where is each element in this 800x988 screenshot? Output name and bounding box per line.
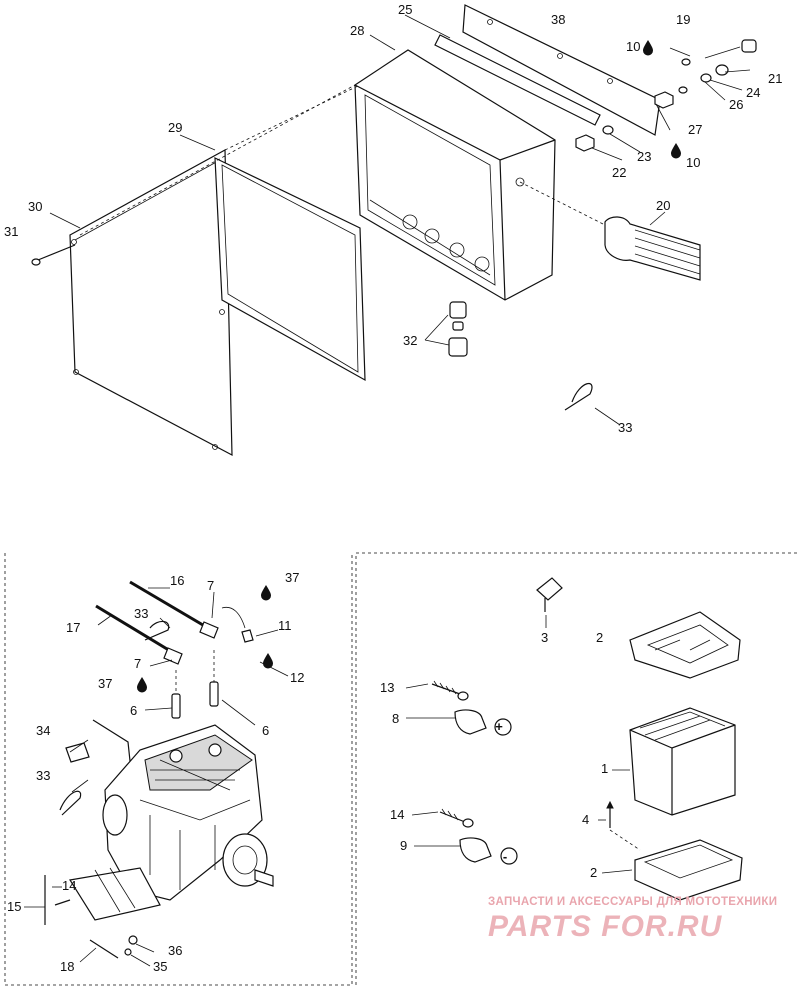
- callout-37-bottom: 37: [98, 676, 112, 691]
- callout-8: 8: [392, 711, 399, 726]
- lower-right-frame: [355, 552, 798, 985]
- battery-plus-icon: +: [495, 719, 503, 734]
- battery-minus-icon: -: [503, 849, 507, 864]
- electrical-box-assembly: [31, 4, 757, 457]
- watermark-tagline: ЗАПЧАСТИ И АКСЕССУАРЫ ДЛЯ МОТОТЕХНИКИ: [488, 896, 777, 908]
- callout-34: 34: [36, 723, 50, 738]
- callout-31: 31: [4, 224, 18, 239]
- oil-drop-icon: [671, 143, 681, 159]
- callout-29: 29: [168, 120, 182, 135]
- callout-7-bottom: 7: [134, 656, 141, 671]
- callout-30: 30: [28, 199, 42, 214]
- callout-25: 25: [398, 2, 412, 17]
- box-body: [354, 49, 556, 301]
- box-cover: [69, 148, 233, 457]
- callout-19: 19: [676, 12, 690, 27]
- callout-3: 3: [541, 630, 548, 645]
- bracket-plate: [462, 4, 661, 136]
- oil-drop-icon: [137, 677, 147, 693]
- lower-left-frame: [4, 553, 353, 986]
- battery-cover: [629, 611, 741, 679]
- callout-2-tray: 2: [590, 865, 597, 880]
- callout-38: 38: [551, 12, 565, 27]
- watermark: ЗАПЧАСТИ И АКСЕССУАРЫ ДЛЯ МОТОТЕХНИКИ PA…: [488, 896, 777, 943]
- callout-14-battery: 14: [390, 807, 404, 822]
- callout-13: 13: [380, 680, 394, 695]
- callout-16: 16: [170, 573, 184, 588]
- wire-harness: [604, 216, 701, 281]
- starter-motor: [69, 867, 161, 921]
- battery-callout-labels: 3 2 13 8 + 1 14 4 9 - 2: [380, 630, 608, 880]
- callout-18: 18: [60, 959, 74, 974]
- callout-37-top: 37: [285, 570, 299, 585]
- callout-32: 32: [403, 333, 417, 348]
- callout-35: 35: [153, 959, 167, 974]
- callout-6-left: 6: [130, 703, 137, 718]
- callout-12: 12: [290, 670, 304, 685]
- callout-23: 23: [637, 149, 651, 164]
- callout-6-right: 6: [262, 723, 269, 738]
- callout-15: 15: [7, 899, 21, 914]
- engine-callout-labels: 16 7 37 17 33 11 7 37 12 6 6 34 33 14 15…: [7, 570, 304, 974]
- battery-tray: [634, 839, 743, 901]
- oil-drop-icon: [263, 653, 273, 669]
- callout-33-bottom: 33: [36, 768, 50, 783]
- callout-14-engine: 14: [62, 878, 76, 893]
- callout-10-top: 10: [626, 39, 640, 54]
- callout-11: 11: [278, 618, 292, 633]
- callout-33-top: 33: [618, 420, 632, 435]
- callout-28: 28: [350, 23, 364, 38]
- watermark-logo: PARTS FOR.RU: [488, 910, 723, 943]
- callout-26: 26: [729, 97, 743, 112]
- callout-20: 20: [656, 198, 670, 213]
- engine-assembly: [24, 580, 289, 967]
- gasket: [214, 157, 366, 382]
- callout-10-bottom: 10: [686, 155, 700, 170]
- oil-drop-icon: [261, 585, 271, 601]
- callout-27: 27: [688, 122, 702, 137]
- mounting-rail: [434, 34, 601, 126]
- battery-assembly: [405, 577, 743, 901]
- callout-22: 22: [612, 165, 626, 180]
- callout-21: 21: [768, 71, 782, 86]
- callout-17: 17: [66, 620, 80, 635]
- callout-24: 24: [746, 85, 760, 100]
- callout-4: 4: [582, 812, 589, 827]
- callout-2-cover: 2: [596, 630, 603, 645]
- callout-36: 36: [168, 943, 182, 958]
- callout-33-engine: 33: [134, 606, 148, 621]
- callout-7-top: 7: [207, 578, 214, 593]
- oil-drop-icon: [643, 40, 653, 56]
- callout-1: 1: [601, 761, 608, 776]
- top-callout-labels: 25 38 19 28 10 21 24 26 27 23 10 22 29 3…: [4, 2, 782, 435]
- callout-9: 9: [400, 838, 407, 853]
